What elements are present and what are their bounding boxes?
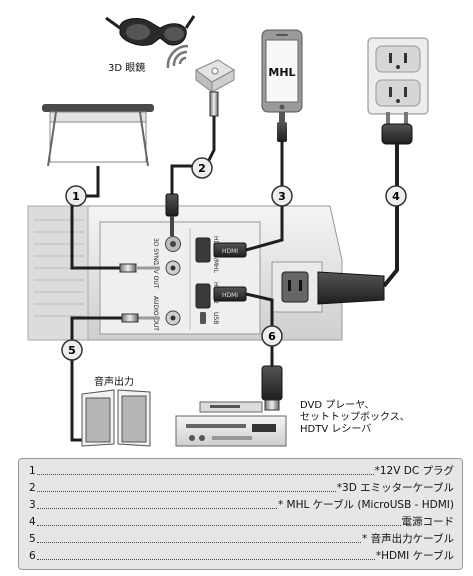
- svg-text:2: 2: [198, 162, 206, 175]
- port-label-3d-sync: 3D SYNC: [152, 238, 159, 265]
- legend-box: 1 *12V DC プラグ 2 *3D エミッターケーブル 3 * MHL ケーブル …: [18, 458, 463, 570]
- source-devices-icon: [175, 401, 287, 447]
- legend-row: 4 電源コード: [29, 514, 454, 529]
- callout-4: 4: [385, 185, 407, 207]
- cable-6-hdmi: HDMI: [213, 286, 283, 411]
- port-label-audio-out: AUDIO-OUT: [152, 296, 159, 331]
- cable-5-audio: [70, 313, 160, 442]
- wall-outlet-icon: [367, 37, 429, 115]
- port-label-usb: USB: [212, 312, 219, 324]
- svg-text:1: 1: [72, 190, 80, 203]
- source-label-line1: DVD プレーヤ、: [300, 400, 375, 411]
- svg-text:4: 4: [392, 190, 400, 203]
- callout-3: 3: [271, 185, 293, 207]
- port-hdmi2: [195, 283, 211, 309]
- svg-text:3: 3: [278, 190, 286, 203]
- legend-num: 2: [29, 482, 36, 494]
- source-label-line3: HDTV レシーバ: [300, 424, 372, 435]
- wireless-signal-icon: [166, 44, 189, 69]
- callout-1: 1: [65, 185, 87, 207]
- diagram-svg: 3D SYNC 12V OUT HDMI 1/MHL HDMI 2 AUDIO-…: [27, 15, 429, 447]
- legend-num: 1: [29, 465, 36, 477]
- callout-2: 2: [191, 157, 213, 179]
- port-3d-sync: [165, 236, 181, 252]
- port-hdmi1: [195, 237, 211, 263]
- cable-4-power: [317, 112, 413, 305]
- legend-row: 5 * 音声出力ケーブル: [29, 531, 454, 546]
- port-power-inlet: [281, 271, 309, 303]
- port-usb: [200, 312, 206, 324]
- mhl-phone-icon: [261, 29, 303, 113]
- legend-row: 2 *3D エミッターケーブル: [29, 480, 454, 495]
- legend-num: 5: [29, 533, 36, 545]
- legend-dots: [36, 491, 336, 492]
- legend-num: 4: [29, 516, 36, 528]
- cable-3-mhl: HDMI: [213, 112, 287, 258]
- legend-row: 1 *12V DC プラグ: [29, 463, 454, 478]
- port-label-12v-out: 12V OUT: [152, 262, 159, 289]
- legend-dots: [36, 474, 374, 475]
- 3d-emitter-icon: [195, 59, 235, 93]
- port-12v-out: [165, 260, 181, 276]
- projection-screen: [42, 104, 154, 167]
- legend-text: 電源コード: [401, 516, 455, 528]
- port-audio-out: [165, 310, 181, 326]
- svg-text:5: 5: [68, 344, 76, 357]
- legend-text: *12V DC プラグ: [374, 465, 454, 477]
- legend-num: 6: [29, 550, 36, 562]
- projector-rear-panel: 3D SYNC 12V OUT HDMI 1/MHL HDMI 2 AUDIO-…: [27, 205, 343, 341]
- legend-row: 3 * MHL ケーブル (MicroUSB - HDMI): [29, 497, 454, 512]
- speakers-icon: [81, 389, 151, 447]
- legend-dots: [36, 508, 277, 509]
- phone-label: MHL: [268, 66, 295, 79]
- legend-dots: [36, 525, 401, 526]
- 3d-glasses-icon: [105, 15, 196, 46]
- legend-dots: [36, 542, 362, 543]
- legend-row: 6 *HDMI ケーブル: [29, 548, 454, 563]
- speakers-label: 音声出力: [94, 377, 134, 388]
- source-label-line2: セットトップボックス、: [300, 412, 410, 423]
- legend-text: *3D エミッターケーブル: [336, 482, 454, 494]
- legend-text: * 音声出力ケーブル: [362, 533, 454, 545]
- hdmi-plug-text-1: HDMI: [222, 248, 238, 255]
- legend-dots: [36, 559, 375, 560]
- glasses-label: 3D 眼鏡: [108, 63, 146, 74]
- legend-num: 3: [29, 499, 36, 511]
- svg-text:6: 6: [268, 330, 276, 343]
- legend-text: *HDMI ケーブル: [375, 550, 454, 562]
- callout-6: 6: [261, 325, 283, 347]
- connection-diagram: 3D SYNC 12V OUT HDMI 1/MHL HDMI 2 AUDIO-…: [27, 15, 429, 447]
- hdmi-plug-text-2: HDMI: [222, 292, 238, 299]
- legend-text: * MHL ケーブル (MicroUSB - HDMI): [277, 499, 454, 511]
- callout-5: 5: [61, 339, 83, 361]
